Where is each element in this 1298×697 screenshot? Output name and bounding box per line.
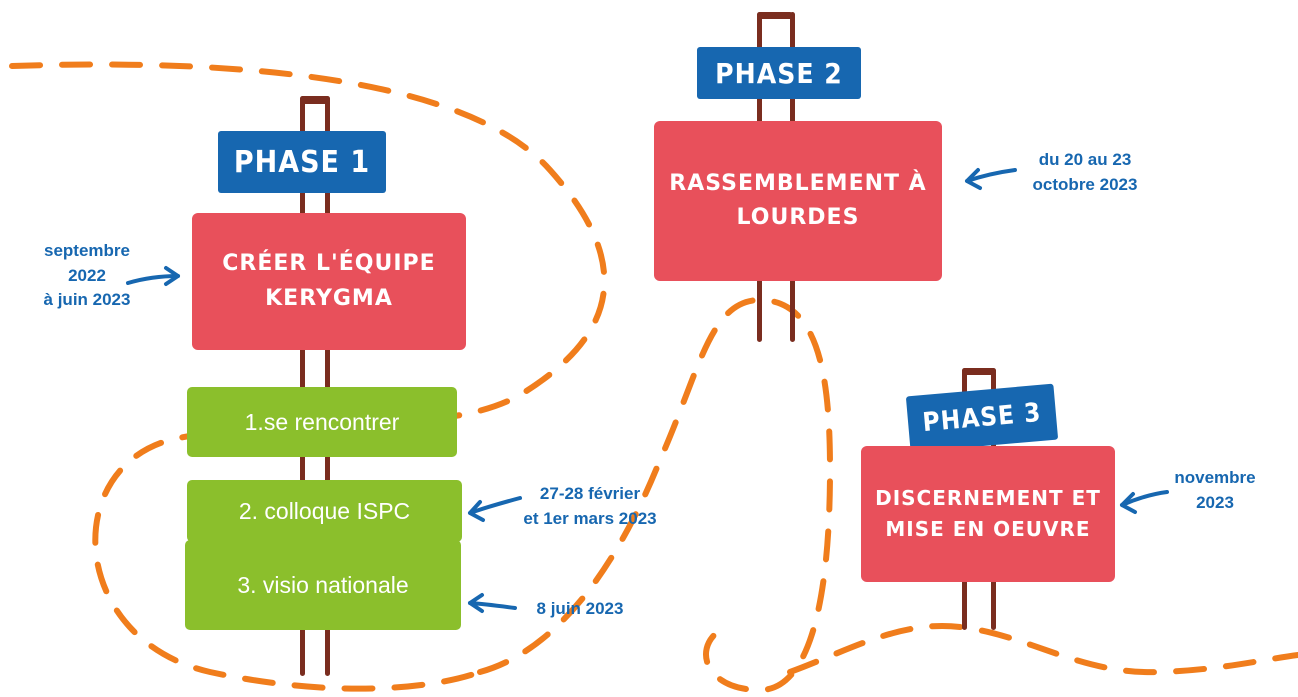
step3-sign: 3. visio nationale bbox=[185, 540, 461, 630]
arrow-icon-phase1-date bbox=[126, 266, 180, 286]
phase2-title-line1: RASSEMBLEMENT À bbox=[669, 170, 927, 196]
step2-date-line2: et 1er mars 2023 bbox=[523, 508, 657, 528]
phase2-date-line1: du 20 au 23 bbox=[1038, 150, 1132, 169]
phase3-title-line2: MISE EN OEUVRE bbox=[885, 517, 1091, 541]
phase3-date-note: novembre 2023 bbox=[1150, 466, 1280, 515]
arrow-icon-phase3-date bbox=[1120, 490, 1169, 514]
step3-date-note: 8 juin 2023 bbox=[515, 597, 645, 622]
step3-date-line1: 8 juin 2023 bbox=[536, 599, 624, 618]
phase1-date-line1: septembre bbox=[44, 241, 130, 260]
arrow-icon-step3-date bbox=[468, 593, 517, 613]
step1-sign: 1.se rencontrer bbox=[187, 387, 457, 457]
arrow-icon-step2-date bbox=[468, 496, 522, 522]
phase3-title-line1: DISCERNEMENT ET bbox=[875, 486, 1101, 510]
phase1-date-line3: à juin 2023 bbox=[43, 290, 131, 310]
phase2-title-sign: RASSEMBLEMENT À LOURDES bbox=[654, 121, 942, 281]
phase3-title-sign: DISCERNEMENT ET MISE EN OEUVRE bbox=[861, 446, 1115, 582]
dashed-path-phase2 bbox=[477, 296, 834, 694]
pole-phase2-top bbox=[757, 12, 793, 19]
phase3-date-line2: 2023 bbox=[1196, 492, 1234, 512]
step2-date-note: 27-28 février et 1er mars 2023 bbox=[500, 482, 680, 531]
phase2-title-line2: LOURDES bbox=[736, 205, 860, 230]
arrow-icon-phase2-date bbox=[965, 168, 1017, 190]
phase1-title-line1: CRÉER L'ÉQUIPE bbox=[222, 251, 436, 277]
pole-phase1-top bbox=[300, 96, 330, 104]
phase2-date-note: du 20 au 23 octobre 2023 bbox=[1010, 148, 1160, 197]
phase2-tag: PHASE 2 bbox=[697, 47, 861, 99]
pole-phase1-right bbox=[325, 96, 330, 676]
phase1-date-note: septembre 2022 à juin 2023 bbox=[22, 239, 152, 313]
phase3-date-line1: novembre bbox=[1174, 468, 1256, 487]
phase2-date-line2: octobre 2023 bbox=[1032, 174, 1138, 194]
step2-sign: 2. colloque ISPC bbox=[187, 480, 462, 542]
phase1-date-line2: 2022 bbox=[68, 265, 106, 285]
phase1-title-line2: KERYGMA bbox=[265, 285, 393, 311]
pole-phase3-top bbox=[962, 368, 996, 375]
dashed-path-phase3 bbox=[787, 623, 1298, 676]
pole-phase1-left bbox=[300, 96, 305, 676]
phase1-title-sign: CRÉER L'ÉQUIPE KERYGMA bbox=[192, 213, 466, 350]
phase1-tag: PHASE 1 bbox=[218, 131, 386, 193]
step2-date-line1: 27-28 février bbox=[539, 484, 641, 503]
